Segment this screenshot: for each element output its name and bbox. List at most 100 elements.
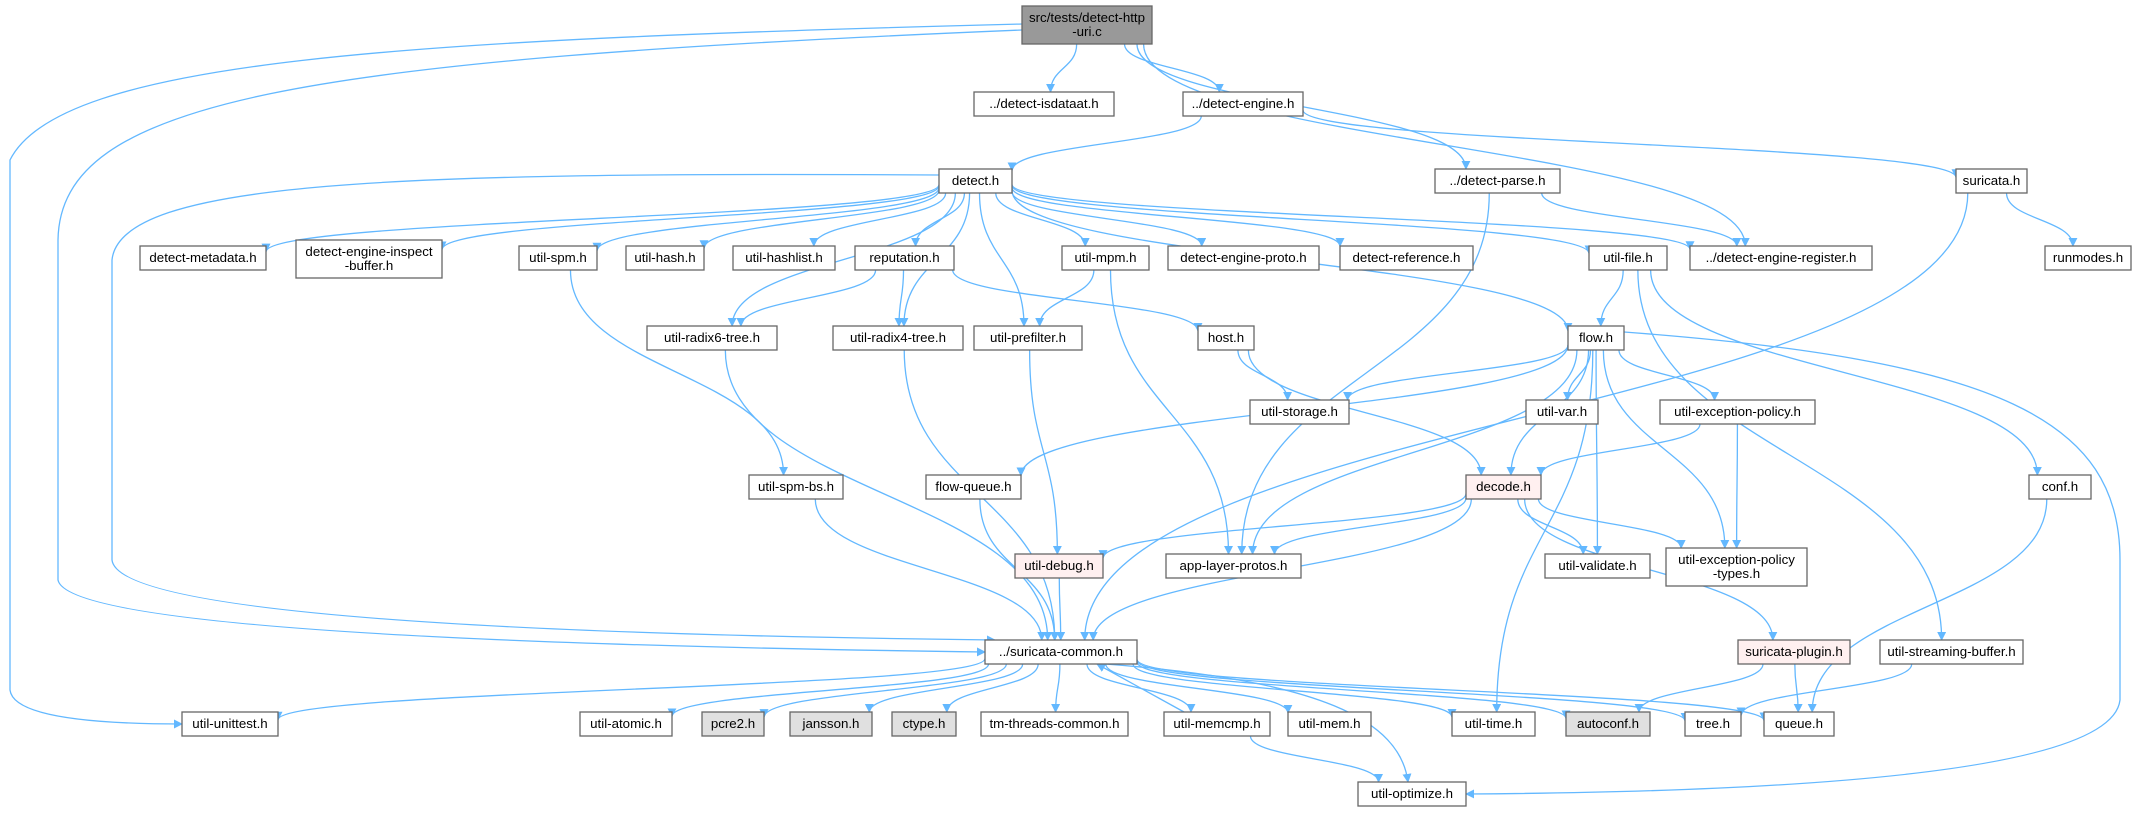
node-label: util-time.h xyxy=(1465,716,1523,731)
node-atomic[interactable]: util-atomic.h xyxy=(579,711,673,737)
node-hashlist[interactable]: util-hashlist.h xyxy=(732,245,836,271)
node-plugin[interactable]: suricata-plugin.h xyxy=(1737,639,1851,665)
edge-mpm-to-prefilter xyxy=(1035,269,1095,327)
node-inspect[interactable]: detect-engine-inspect-buffer.h xyxy=(295,239,443,279)
node-box xyxy=(1737,639,1851,665)
edge-detect-to-spm xyxy=(592,187,940,252)
node-autoconf[interactable]: autoconf.h xyxy=(1565,711,1651,737)
node-tree[interactable]: tree.h xyxy=(1684,711,1742,737)
node-conf[interactable]: conf.h xyxy=(2028,474,2092,500)
node-reference[interactable]: detect-reference.h xyxy=(1339,245,1474,271)
node-box xyxy=(1565,711,1651,737)
edge-streaming-to-tree xyxy=(1736,663,1913,717)
node-label: util-unittest.h xyxy=(192,716,267,731)
edge-debug-to-common xyxy=(1056,577,1066,641)
node-pcre2[interactable]: pcre2.h xyxy=(701,711,765,737)
edge-radix6-to-common xyxy=(724,349,1053,641)
edge-file-to-flow xyxy=(1596,269,1624,327)
node-hash[interactable]: util-hash.h xyxy=(625,245,705,271)
edge-detect-to-metadata xyxy=(261,184,940,253)
node-proto[interactable]: detect-engine-proto.h xyxy=(1167,245,1320,271)
node-time[interactable]: util-time.h xyxy=(1451,711,1536,737)
node-label: jansson.h xyxy=(802,716,860,731)
edge-flow-to-storage xyxy=(1343,344,1569,401)
edge-common-to-tree xyxy=(1136,660,1690,722)
edge-engine-to-suricata xyxy=(1302,109,1961,179)
node-box xyxy=(854,245,955,271)
edge-detect-to-file xyxy=(1011,185,1594,255)
node-label: suricata-plugin.h xyxy=(1745,644,1843,659)
node-spm[interactable]: util-spm.h xyxy=(518,245,598,271)
node-optimize[interactable]: util-optimize.h xyxy=(1357,781,1467,807)
node-label: util-exception-policy.h xyxy=(1674,404,1801,419)
node-unittest[interactable]: util-unittest.h xyxy=(181,711,279,737)
node-flowqueue[interactable]: flow-queue.h xyxy=(925,474,1022,500)
node-excpol[interactable]: util-exception-policy.h xyxy=(1659,399,1816,425)
node-radix6[interactable]: util-radix6-tree.h xyxy=(646,325,778,351)
node-parse[interactable]: ../detect-parse.h xyxy=(1434,168,1561,194)
node-reputation[interactable]: reputation.h xyxy=(854,245,955,271)
node-box xyxy=(181,711,279,737)
node-decode[interactable]: decode.h xyxy=(1465,474,1542,500)
node-root[interactable]: src/tests/detect-http-uri.c xyxy=(1021,5,1153,45)
node-metadata[interactable]: detect-metadata.h xyxy=(139,245,267,271)
node-box xyxy=(1339,245,1474,271)
node-radix4[interactable]: util-radix4-tree.h xyxy=(832,325,964,351)
node-prefilter[interactable]: util-prefilter.h xyxy=(973,325,1083,351)
node-tmthreads[interactable]: tm-threads-common.h xyxy=(980,711,1129,737)
node-detect[interactable]: detect.h xyxy=(938,168,1013,194)
node-flow[interactable]: flow.h xyxy=(1567,325,1625,351)
node-box xyxy=(789,711,873,737)
node-engine[interactable]: ../detect-engine.h xyxy=(1182,91,1304,117)
node-memcmp[interactable]: util-memcmp.h xyxy=(1163,711,1271,737)
node-validate[interactable]: util-validate.h xyxy=(1544,553,1651,579)
node-debug[interactable]: util-debug.h xyxy=(1014,553,1104,579)
node-label: decode.h xyxy=(1476,479,1531,494)
edge-suricata-to-runmodes xyxy=(2005,192,2078,247)
node-box xyxy=(1021,5,1153,45)
node-label: util-debug.h xyxy=(1024,558,1094,573)
node-mem[interactable]: util-mem.h xyxy=(1287,711,1372,737)
node-label: ../detect-parse.h xyxy=(1449,173,1545,188)
node-box xyxy=(1955,168,2028,194)
node-box xyxy=(1567,325,1625,351)
edge-conf-to-queue xyxy=(1807,498,2048,713)
edge-decode-to-validate xyxy=(1517,498,1588,555)
node-label: ../detect-isdataat.h xyxy=(989,96,1098,111)
node-queue[interactable]: queue.h xyxy=(1763,711,1835,737)
node-common[interactable]: ../suricata-common.h xyxy=(984,639,1138,665)
edge-detect-to-common xyxy=(111,173,996,645)
node-label: detect-metadata.h xyxy=(149,250,256,265)
node-runmodes[interactable]: runmodes.h xyxy=(2044,245,2132,271)
node-file[interactable]: util-file.h xyxy=(1588,245,1668,271)
edge-detect-to-hashlist xyxy=(809,192,947,247)
node-excpoltypes[interactable]: util-exception-policy-types.h xyxy=(1665,547,1808,587)
node-label: util-storage.h xyxy=(1261,404,1338,419)
nodes-layer: src/tests/detect-http-uri.c ../detect-isd… xyxy=(139,5,2132,807)
node-ctype[interactable]: ctype.h xyxy=(891,711,957,737)
node-mpm[interactable]: util-mpm.h xyxy=(1061,245,1150,271)
node-jansson[interactable]: jansson.h xyxy=(789,711,873,737)
node-box xyxy=(1357,781,1467,807)
node-label: util-validate.h xyxy=(1558,558,1636,573)
node-label: ../detect-engine.h xyxy=(1192,96,1295,111)
edge-detect-to-proto xyxy=(1011,191,1207,247)
node-label: util-radix4-tree.h xyxy=(850,330,946,345)
edge-parse-to-alproto xyxy=(1237,192,1490,555)
node-storage[interactable]: util-storage.h xyxy=(1249,399,1350,425)
node-label: util-file.h xyxy=(1603,250,1653,265)
node-streaming[interactable]: util-streaming-buffer.h xyxy=(1879,639,2024,665)
node-box xyxy=(891,711,957,737)
edge-common-to-time xyxy=(1132,663,1457,718)
edge-common-to-tmthreads xyxy=(1051,663,1061,713)
node-register[interactable]: ../detect-engine-register.h xyxy=(1689,245,1873,271)
edge-common-to-pcre2 xyxy=(759,663,1007,719)
node-alproto[interactable]: app-layer-protos.h xyxy=(1165,553,1302,579)
node-box xyxy=(984,639,1138,665)
node-host[interactable]: host.h xyxy=(1197,325,1255,351)
node-var[interactable]: util-var.h xyxy=(1525,399,1599,425)
node-spmbs[interactable]: util-spm-bs.h xyxy=(748,474,844,500)
node-isdataat[interactable]: ../detect-isdataat.h xyxy=(973,91,1115,117)
node-suricata[interactable]: suricata.h xyxy=(1955,168,2028,194)
